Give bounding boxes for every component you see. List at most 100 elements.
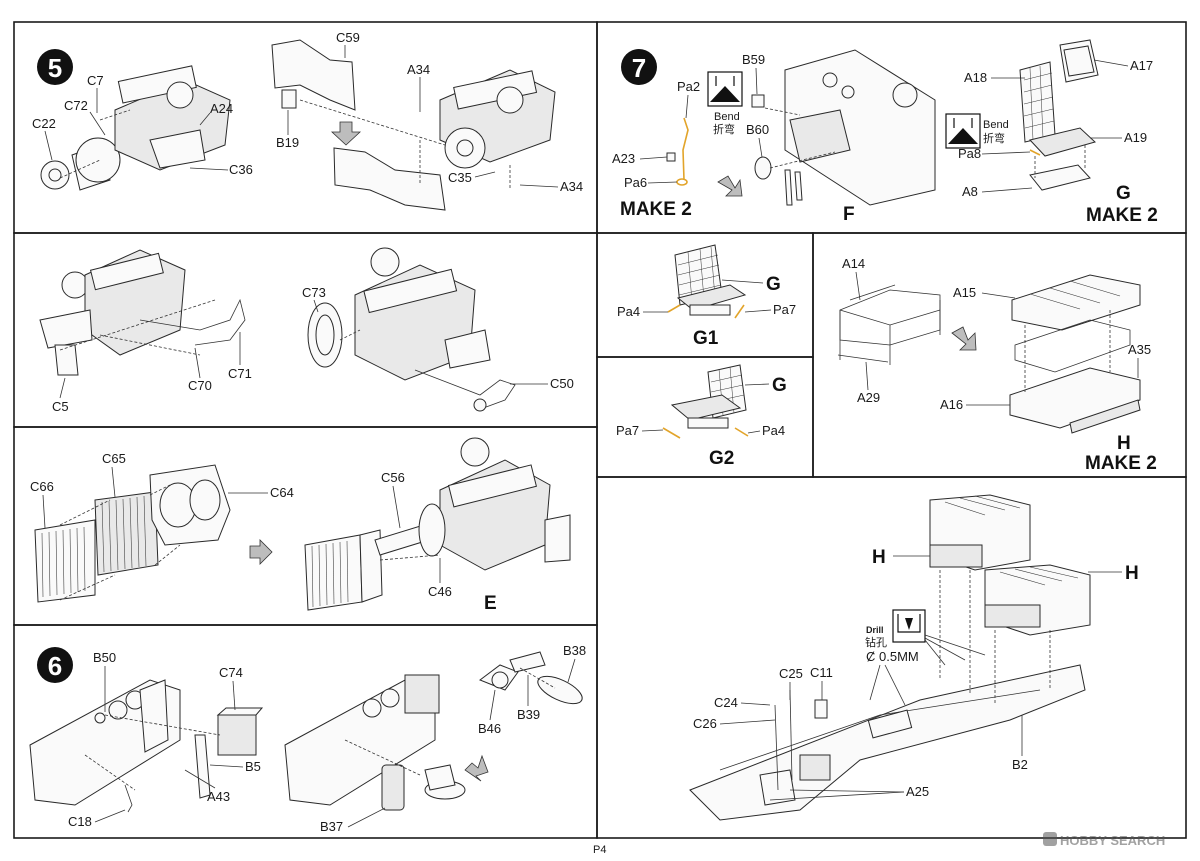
seat-drawing-G <box>1019 39 1099 191</box>
lever-drawing <box>666 117 689 186</box>
subassembly-G-label: G <box>1116 183 1131 204</box>
bend-text-cn-left: 折弯 <box>713 122 735 136</box>
label-B46: B46 <box>478 721 501 736</box>
label-C59: C59 <box>336 30 360 45</box>
label-A16: A16 <box>940 397 963 412</box>
page-number: P4 <box>593 844 606 856</box>
label-C65: C65 <box>102 451 126 466</box>
panel-floor-frame <box>596 476 1187 839</box>
arrow-right-icon <box>249 539 273 565</box>
radiator-drawing-b <box>304 437 571 611</box>
label-B2: B2 <box>1012 757 1028 772</box>
label-C71: C71 <box>228 366 252 381</box>
label-B37: B37 <box>320 819 343 834</box>
label-B59: B59 <box>742 52 765 67</box>
label-C7: C7 <box>87 73 104 88</box>
label-G2-Pa7: Pa7 <box>616 423 639 438</box>
drill-size: Ȼ 0.5MM <box>866 649 919 664</box>
label-A17: A17 <box>1130 58 1153 73</box>
subassembly-E-label: E <box>484 593 497 614</box>
label-C70: C70 <box>188 378 212 393</box>
label-A8: A8 <box>962 184 978 199</box>
label-C66: C66 <box>30 479 54 494</box>
title-G2: G2 <box>709 448 734 469</box>
bend-icon-left <box>707 71 743 107</box>
bend-icon-right <box>945 113 981 149</box>
label-G1-G: G <box>766 274 781 295</box>
label-C22: C22 <box>32 116 56 131</box>
step-6-badge: 6 <box>37 647 73 683</box>
bend-text-left: Bend <box>714 111 740 123</box>
engine-drawing-5b <box>271 39 556 211</box>
engine-drawing-5a <box>40 65 231 191</box>
svg-text:HOBBY SEARCH: HOBBY SEARCH <box>1060 833 1165 848</box>
dashboard-drawing-b <box>284 674 489 811</box>
label-G1-Pa7: Pa7 <box>773 302 796 317</box>
dashboard-drawing-a <box>29 679 264 813</box>
drill-icon <box>892 609 926 643</box>
label-A34-top: A34 <box>407 62 430 77</box>
label-G2-Pa4: Pa4 <box>762 423 785 438</box>
label-B39: B39 <box>517 707 540 722</box>
label-A18: A18 <box>964 70 987 85</box>
drill-text-cn: 钻孔 <box>865 635 887 649</box>
firewall-drawing-F <box>751 49 936 206</box>
subassembly-F-label: F <box>843 204 855 225</box>
hobby-search-watermark: HOBBY SEARCH <box>1043 832 1165 848</box>
label-B50: B50 <box>93 650 116 665</box>
label-C35: C35 <box>448 170 472 185</box>
arrow-down-left-icon <box>464 754 489 782</box>
label-C25: C25 <box>779 666 803 681</box>
label-G1-Pa4: Pa4 <box>617 304 640 319</box>
engine-drawing-2a <box>39 249 246 376</box>
label-A34-bottom: A34 <box>560 179 583 194</box>
label-A19: A19 <box>1124 130 1147 145</box>
steering-column-drawing <box>478 651 583 705</box>
arrow-down-right-icon-h <box>951 326 977 351</box>
label-B38: B38 <box>563 643 586 658</box>
label-B5: B5 <box>245 759 261 774</box>
label-C11: C11 <box>810 665 833 680</box>
label-A24: A24 <box>210 101 233 116</box>
subassembly-H-label: H <box>1117 433 1131 454</box>
make-2-h: MAKE 2 <box>1085 453 1157 474</box>
label-C24: C24 <box>714 695 738 710</box>
label-A23: A23 <box>612 151 635 166</box>
title-G1: G1 <box>693 328 719 349</box>
label-A25: A25 <box>906 784 929 799</box>
bend-text-right: Bend <box>983 119 1009 131</box>
make-2-left: MAKE 2 <box>620 199 692 220</box>
step-5-badge: 5 <box>37 49 73 85</box>
arrow-down-right-icon <box>717 175 743 197</box>
label-C74: C74 <box>219 665 243 680</box>
label-B19: B19 <box>276 135 299 150</box>
label-C50: C50 <box>550 376 574 391</box>
label-G2-G: G <box>772 375 787 396</box>
subassembly-H-label-2: H <box>1125 563 1139 584</box>
label-Pa8: Pa8 <box>958 146 981 161</box>
engine-drawing-2b <box>307 247 516 412</box>
radiator-drawing-a <box>34 464 231 603</box>
label-A43: A43 <box>207 789 230 804</box>
label-C73: C73 <box>302 285 326 300</box>
label-C36: C36 <box>229 162 253 177</box>
bend-text-cn-right: 折弯 <box>983 131 1005 145</box>
label-A14: A14 <box>842 256 865 271</box>
drill-text: Drill <box>866 625 884 635</box>
label-C18: C18 <box>68 814 92 829</box>
label-C64: C64 <box>270 485 294 500</box>
label-C72: C72 <box>64 98 88 113</box>
svg-text:6: 6 <box>48 651 62 681</box>
step-7-badge: 7 <box>621 49 657 85</box>
label-C56: C56 <box>381 470 405 485</box>
label-Pa2: Pa2 <box>677 79 700 94</box>
make-2-right: MAKE 2 <box>1086 205 1158 226</box>
svg-text:5: 5 <box>48 53 62 83</box>
seat-drawing-G2 <box>662 364 749 439</box>
seat-drawing-G1 <box>667 244 747 319</box>
label-C5: C5 <box>52 399 69 414</box>
label-A15: A15 <box>953 285 976 300</box>
floor-drawing <box>689 494 1091 821</box>
label-A29: A29 <box>857 390 880 405</box>
